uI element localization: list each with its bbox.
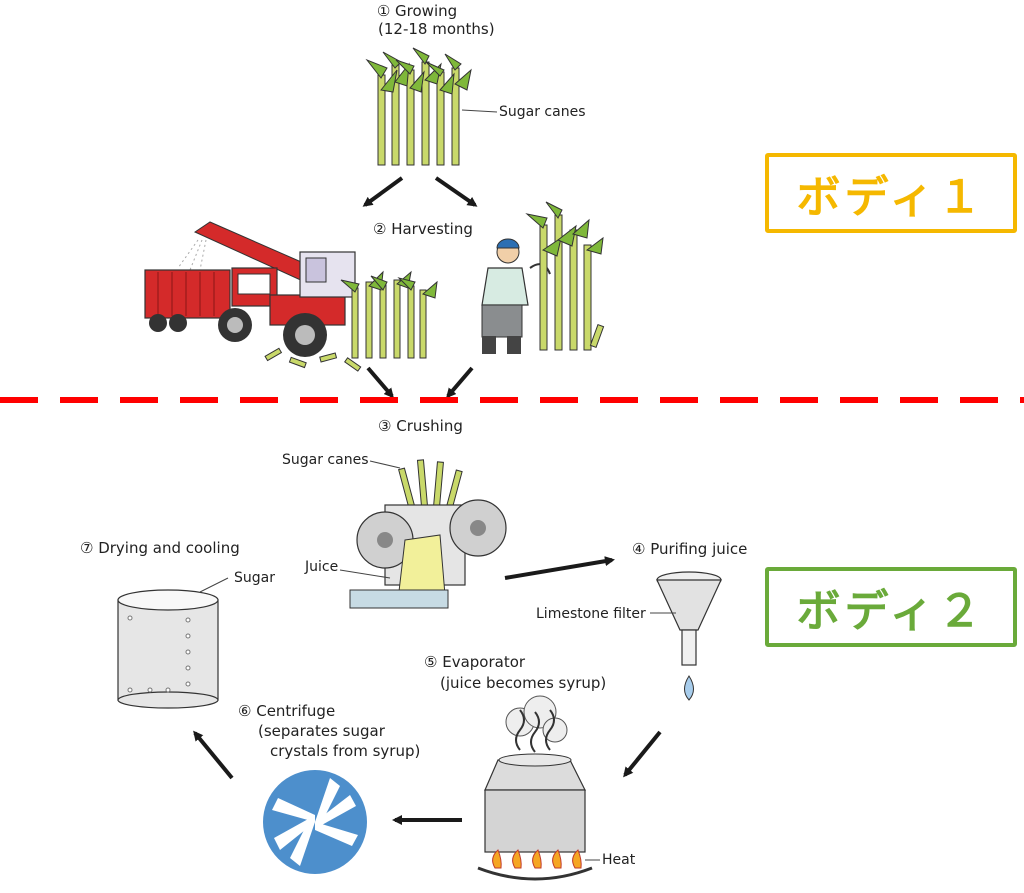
step7-title: ⑦ Drying and cooling — [80, 539, 240, 557]
body1-label-box: ボディ１ — [765, 153, 1017, 233]
step5-subtitle: (juice becomes syrup) — [440, 674, 607, 692]
step6-subtitle-1: (separates sugar — [258, 722, 385, 740]
funnel-icon — [650, 571, 722, 701]
step5-title: ⑤ Evaporator — [424, 653, 526, 671]
step3-title: ③ Crushing — [378, 417, 463, 435]
step6-title: ⑥ Centrifuge — [238, 702, 336, 720]
evaporator-icon — [477, 695, 600, 881]
step1-callout: Sugar canes — [499, 104, 586, 120]
step3-callout-juice: Juice — [305, 559, 339, 575]
step2-title: ② Harvesting — [373, 220, 473, 238]
step5-callout: Heat — [602, 852, 636, 868]
step3-callout-canes: Sugar canes — [282, 452, 369, 468]
step4-title: ④ Purifing juice — [632, 540, 748, 558]
sugarcane-cluster-icon — [365, 47, 498, 166]
step7-callout: Sugar — [234, 570, 275, 586]
body2-label-box: ボディ２ — [765, 567, 1017, 647]
harvester-icon — [144, 221, 438, 372]
drum-icon — [117, 577, 229, 709]
step6-subtitle-2: crystals from syrup) — [270, 742, 421, 760]
step4-callout: Limestone filter — [536, 606, 646, 622]
step1-subtitle: (12-18 months) — [378, 20, 495, 38]
crusher-icon — [339, 459, 507, 609]
step1-title: ① Growing — [376, 2, 458, 20]
farmer-icon — [481, 201, 605, 354]
centrifuge-icon — [263, 770, 367, 874]
